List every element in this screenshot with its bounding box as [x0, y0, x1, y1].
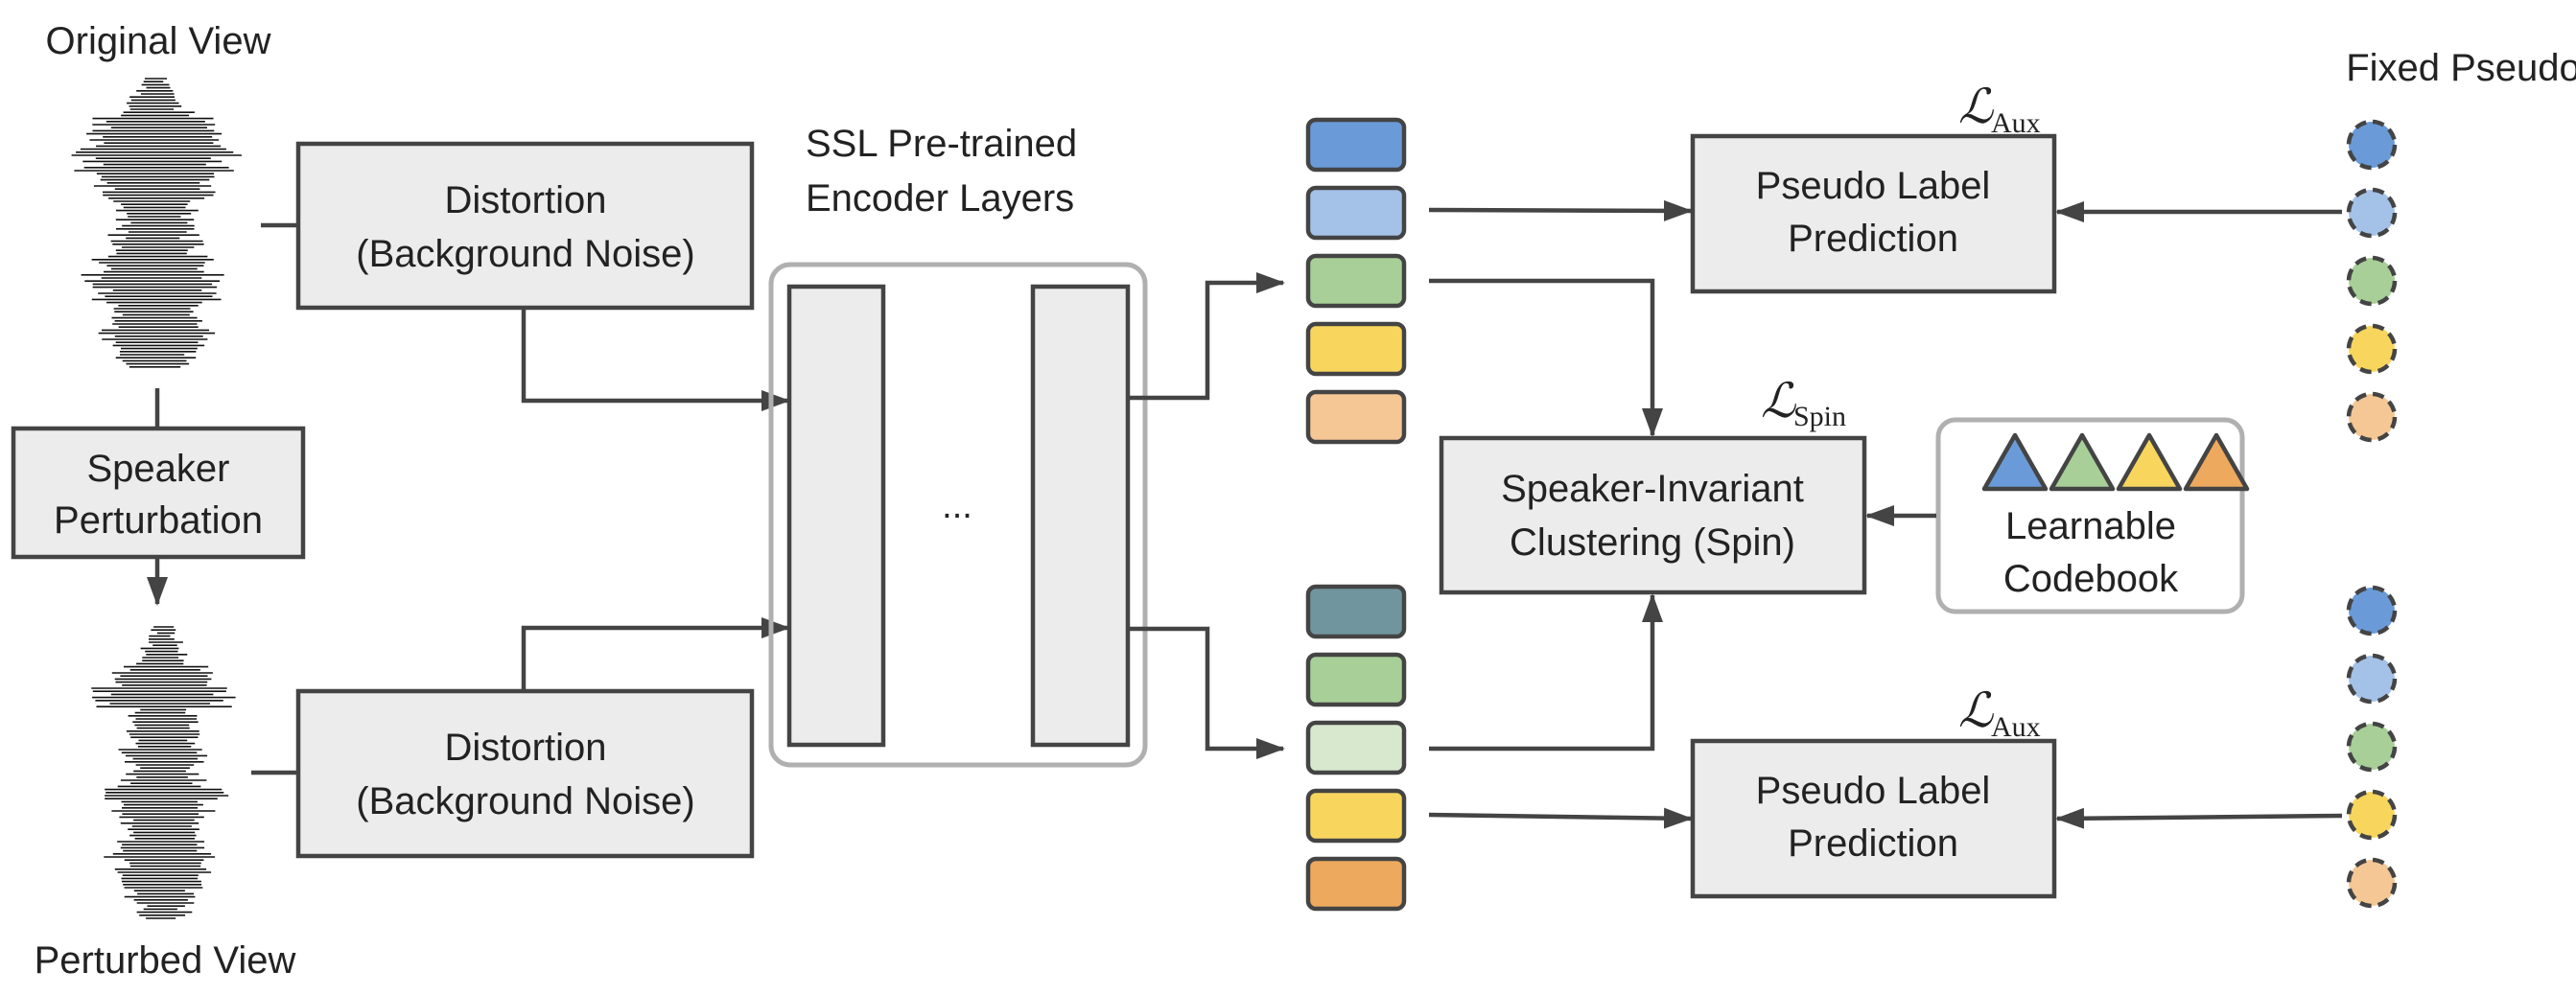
encoder-first-layer [786, 284, 886, 748]
top-feature-2 [1305, 185, 1407, 241]
pseudo-top-label-1: Pseudo Label [1756, 165, 1991, 207]
bottom-pseudo-label-dot-5 [2346, 857, 2398, 909]
encoder-last-layer [1030, 284, 1131, 748]
distortion-top-label-2: (Background Noise) [356, 233, 695, 275]
perturbed-view-label: Perturbed View [35, 939, 296, 982]
svg-text:Aux: Aux [1991, 107, 2041, 139]
original-view-label: Original View [46, 20, 271, 62]
top-feature-1 [1305, 117, 1407, 173]
encoder-title-1: SSL Pre-trained [806, 123, 1077, 165]
bottom-feature-to-pseudo-arrow [1428, 807, 1693, 829]
distortion-top-box [295, 141, 755, 311]
fixed-pseudo-labels-top [2346, 119, 2398, 443]
top-feature-4 [1305, 321, 1407, 377]
codebook-triangles [1981, 432, 2250, 492]
svg-text:Spin: Spin [1793, 401, 1846, 432]
bottom-pseudo-label-dot-1 [2346, 585, 2398, 636]
original-waveform-icon [71, 78, 242, 368]
pseudo-label-prediction-top-box [1690, 133, 2057, 294]
bottom-feature-stack [1305, 584, 1407, 912]
distortion-top-label-1: Distortion [445, 179, 607, 221]
spin-label-2: Clustering (Spin) [1510, 521, 1795, 564]
bottom-pseudo-label-dot-3 [2346, 721, 2398, 773]
pseudo-bottom-label-1: Pseudo Label [1756, 770, 1991, 812]
encoder-to-top-features-arrow [1129, 272, 1285, 401]
top-feature-3 [1305, 253, 1407, 309]
codebook-triangle-3 [2116, 432, 2183, 492]
codebook-label-1: Learnable [2005, 505, 2176, 547]
codebook-label-2: Codebook [2003, 558, 2179, 600]
top-pseudo-label-dot-5 [2346, 391, 2398, 443]
top-feature-to-pseudo-arrow [1428, 199, 1693, 221]
encoder-title-2: Encoder Layers [806, 177, 1074, 220]
top-pseudo-label-dot-3 [2346, 255, 2398, 307]
speaker-perturbation-box [11, 426, 306, 560]
codebook-triangle-1 [1981, 432, 2049, 492]
bottom-pseudo-label-dot-4 [2346, 789, 2398, 841]
svg-text:ℒ: ℒ [1958, 80, 1994, 133]
perturbed-waveform-icon [91, 626, 236, 919]
distortion-bottom-label-1: Distortion [445, 727, 607, 769]
encoder-container [768, 262, 1148, 768]
pseudo-bottom-label-2: Prediction [1788, 822, 1958, 865]
bottom-pseudo-label-dot-2 [2346, 653, 2398, 705]
top-pseudo-label-dot-4 [2346, 323, 2398, 375]
fixed-labels-to-pseudo-bottom-arrow [2055, 807, 2343, 829]
top-feature-5 [1305, 389, 1407, 445]
bottom-feature-1 [1305, 584, 1407, 639]
svg-text:ℒ: ℒ [1958, 683, 1994, 737]
bottom-feature-3 [1305, 720, 1407, 775]
loss-aux-bottom-label: ℒ Aux [1958, 683, 2041, 743]
bottom-feature-4 [1305, 788, 1407, 844]
speaker-perturbation-label-1: Speaker [87, 448, 230, 490]
pseudo-top-label-2: Prediction [1788, 218, 1958, 260]
top-feature-to-spin-arrow [1429, 278, 1663, 437]
distortion-bottom-label-2: (Background Noise) [356, 780, 695, 822]
loss-aux-top-label: ℒ Aux [1958, 80, 2041, 139]
bottom-feature-to-spin-arrow [1429, 593, 1663, 752]
svg-text:Aux: Aux [1991, 711, 2041, 743]
distortion-top-to-encoder-arrow [521, 309, 790, 411]
codebook-triangle-2 [2049, 432, 2116, 492]
distortion-bottom-box [295, 688, 755, 859]
spin-clustering-box [1439, 435, 1867, 595]
codebook-triangle-4 [2183, 432, 2250, 492]
fixed-pseudo-labels-bottom [2346, 585, 2398, 909]
top-pseudo-label-dot-2 [2346, 187, 2398, 239]
fixed-pseudo-labels-title: Fixed Pseudo Labels [2346, 47, 2576, 89]
bottom-feature-2 [1305, 652, 1407, 707]
spin-label-1: Speaker-Invariant [1501, 468, 1804, 510]
top-pseudo-label-dot-1 [2346, 119, 2398, 171]
pseudo-label-prediction-bottom-box [1690, 738, 2057, 899]
loss-spin-label: ℒ Spin [1761, 374, 1846, 432]
distortion-bottom-to-encoder-arrow [521, 617, 790, 690]
encoder-ellipsis: ... [942, 486, 972, 526]
speaker-perturbation-label-2: Perturbation [54, 499, 263, 542]
svg-text:ℒ: ℒ [1761, 374, 1796, 428]
top-feature-stack [1305, 117, 1407, 445]
bottom-feature-5 [1305, 856, 1407, 912]
encoder-to-bottom-features-arrow [1129, 626, 1285, 759]
